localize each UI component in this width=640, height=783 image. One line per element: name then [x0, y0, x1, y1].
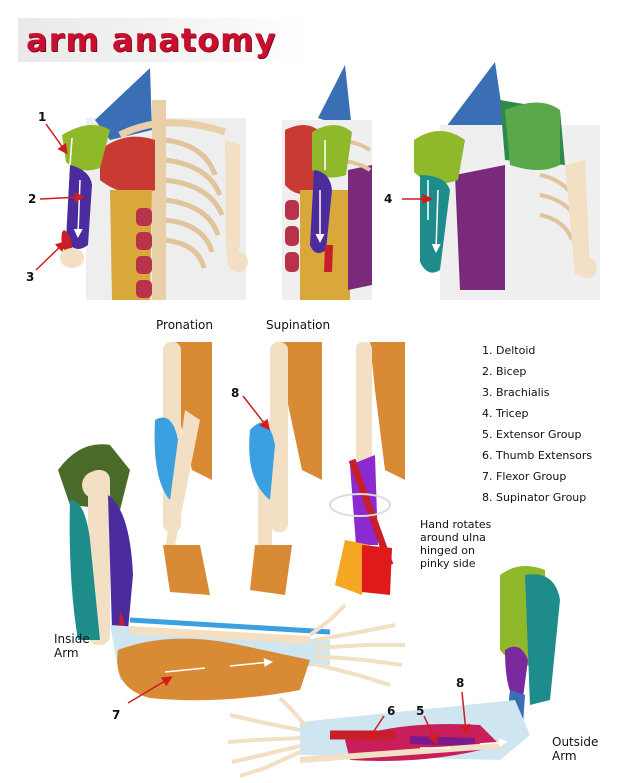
outside-arm-view: [227, 566, 560, 778]
pronation-forearm: [154, 342, 212, 595]
callout-bicep-number: 2: [28, 192, 37, 206]
top-callout-arrows: [35, 123, 433, 271]
callout-supinator-outside-number: 8: [456, 676, 465, 690]
supinator-arrow: [242, 395, 270, 431]
title-banner: [18, 18, 308, 62]
note-line: Hand rotates: [420, 518, 492, 531]
page-title: arm anatomy: [26, 21, 277, 59]
rotation-forearm: [329, 342, 405, 595]
back-torso-view: [414, 62, 600, 300]
side-torso-view: [282, 65, 372, 300]
note-line: hinged on: [420, 544, 475, 557]
callout-flexor-number: 7: [112, 708, 121, 722]
supination-forearm: [249, 342, 322, 595]
callout-brachialis-number: 3: [26, 270, 35, 284]
pronation-caption: Pronation: [156, 318, 213, 332]
legend-item: 7. Flexor Group: [482, 470, 567, 483]
outside-arm-label: Outside Arm: [552, 735, 599, 763]
legend-item: 1. Deltoid: [482, 344, 536, 357]
supination-caption: Supination: [266, 318, 331, 332]
legend-item: 5. Extensor Group: [482, 428, 582, 441]
inside-arm-view: [58, 444, 405, 701]
rotation-note: Hand rotates around ulna hinged on pinky…: [420, 518, 530, 570]
callout-supinator-number: 8: [231, 386, 240, 400]
legend-item: 6. Thumb Extensors: [482, 449, 593, 462]
callout-deltoid-number: 1: [38, 110, 47, 124]
note-line: around ulna: [420, 531, 486, 544]
ribcage: [164, 137, 225, 269]
legend-item: 3. Brachialis: [482, 386, 550, 399]
flexor-arrow: [127, 676, 173, 704]
muscle-legend: 1. Deltoid 2. Bicep 3. Brachialis 4. Tri…: [482, 340, 592, 508]
legend-item: 2. Bicep: [482, 365, 527, 378]
outside-hand-bones: [227, 696, 307, 778]
note-line: pinky side: [420, 557, 476, 570]
callout-thumb-extensor-number: 6: [387, 704, 396, 718]
legend-item: 8. Supinator Group: [482, 491, 587, 504]
callout-tricep-number: 4: [384, 192, 393, 206]
inside-hand-bones: [308, 603, 405, 687]
abdominal-segments: [136, 208, 152, 298]
legend-item: 4. Tricep: [482, 407, 529, 420]
front-torso-view: [60, 68, 248, 300]
callout-extensor-number: 5: [416, 704, 425, 718]
bottom-callout-arrows: [366, 691, 471, 745]
inside-arm-label: Inside Arm: [54, 632, 90, 660]
side-abdominal-segments: [285, 200, 299, 272]
